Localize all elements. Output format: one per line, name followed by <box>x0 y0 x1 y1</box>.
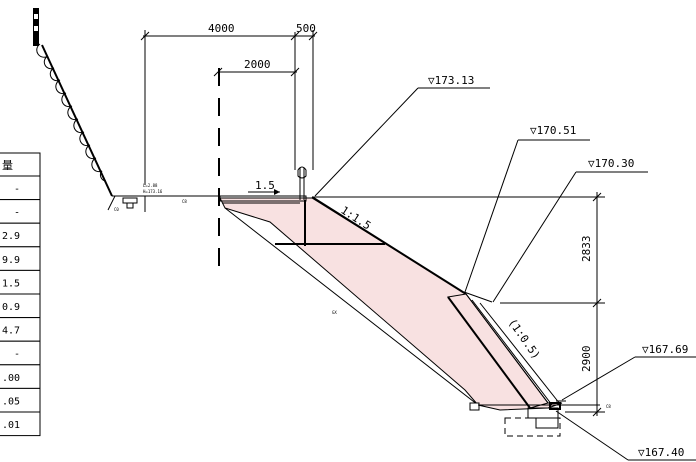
elevation-167-40: ▽167.40 <box>638 446 684 459</box>
top-dimensions: 4000 500 2000 <box>140 22 318 272</box>
slope-toe-line <box>107 195 116 211</box>
elevation-167-69: ▽167.69 <box>642 343 688 356</box>
dim-tick <box>290 67 300 77</box>
dim-2000: 2000 <box>244 58 271 71</box>
table-value: 0.9 <box>2 302 20 313</box>
parapet <box>297 166 307 200</box>
wall-face-back <box>471 299 553 406</box>
retaining-wall <box>447 291 561 409</box>
table-value: 2.9 <box>2 231 20 242</box>
drain-pipe <box>549 402 561 410</box>
table-value: - <box>14 349 20 360</box>
table-value: .05 <box>2 396 20 407</box>
wall-face-inner <box>465 293 549 404</box>
top-grade-label: 1.5 <box>255 179 275 192</box>
parapet-cap <box>297 166 307 179</box>
foundation-line <box>224 207 479 406</box>
dim-tick <box>140 31 150 41</box>
leader-167-40 <box>555 410 629 461</box>
table-value: - <box>14 208 20 219</box>
tag-c8-right: C8 <box>606 404 611 409</box>
toe-stub <box>469 402 480 411</box>
table-header: 量 <box>2 159 13 172</box>
leader-crest <box>314 87 419 197</box>
tag-c8: C8 <box>182 199 187 204</box>
drain-box-foot <box>126 202 134 209</box>
embankment-section: GX <box>219 195 563 411</box>
dim-tick <box>592 407 602 417</box>
crest-slab <box>219 195 307 202</box>
left-note-2: H=173.16 <box>143 189 163 194</box>
left-slope-line <box>41 44 113 197</box>
dim-4000: 4000 <box>208 22 235 35</box>
dim-tick <box>592 192 602 202</box>
elevation-170-30: ▽170.30 <box>588 157 634 170</box>
right-dimensions: 2833 2900 <box>313 192 605 417</box>
footing-dashed <box>504 417 561 437</box>
marker-post-band <box>34 14 38 19</box>
drain-box <box>122 197 138 204</box>
table-value: 9.9 <box>2 255 20 266</box>
wall-crest <box>463 291 493 303</box>
elevation-callouts: ▽173.13 ▽170.51 ▽170.30 ▽167.69 ▽167.40 <box>314 74 696 461</box>
leader-167-69 <box>561 356 636 401</box>
dim-2900: 2900 <box>580 346 593 373</box>
top-grade-arrowhead <box>274 189 280 195</box>
table-value: 1.5 <box>2 278 20 289</box>
table-value: 4.7 <box>2 326 20 337</box>
wall-face-back-2 <box>479 302 561 405</box>
vegetation-scallops <box>36 43 107 182</box>
elevation-170-51: ▽170.51 <box>530 124 576 137</box>
leader-170-30 <box>492 171 577 303</box>
table-cell <box>0 411 41 437</box>
table-rows: - - 2.9 9.9 1.5 0.9 4.7 - .00 .05 .01 <box>0 175 41 437</box>
slope-1-1.5 <box>311 196 467 295</box>
left-embankment: C0 L=2.88 H=173.16 C8 <box>33 8 220 212</box>
toe-footing: C8 <box>478 400 611 437</box>
left-note-1: L=2.88 <box>143 183 158 188</box>
dim-tick <box>592 298 602 308</box>
quantity-table: 量 - - 2.9 9.9 1.5 0.9 4.7 - .00 .05 .01 <box>0 152 41 437</box>
dim-tick <box>308 31 318 41</box>
tag-gx: GX <box>332 310 337 315</box>
leader-170-51 <box>464 139 519 293</box>
dim-2833: 2833 <box>580 236 593 263</box>
wall-face-outer <box>447 296 531 409</box>
marker-post-band <box>34 26 38 31</box>
table-value: - <box>14 184 20 195</box>
footing-lower <box>535 417 559 429</box>
table-value: .00 <box>2 373 20 384</box>
dim-500: 500 <box>296 22 316 35</box>
tag-c0: C0 <box>114 207 119 212</box>
dim-tick <box>290 31 300 41</box>
table-value: .01 <box>2 420 20 431</box>
elevation-crest: ▽173.13 <box>428 74 474 87</box>
